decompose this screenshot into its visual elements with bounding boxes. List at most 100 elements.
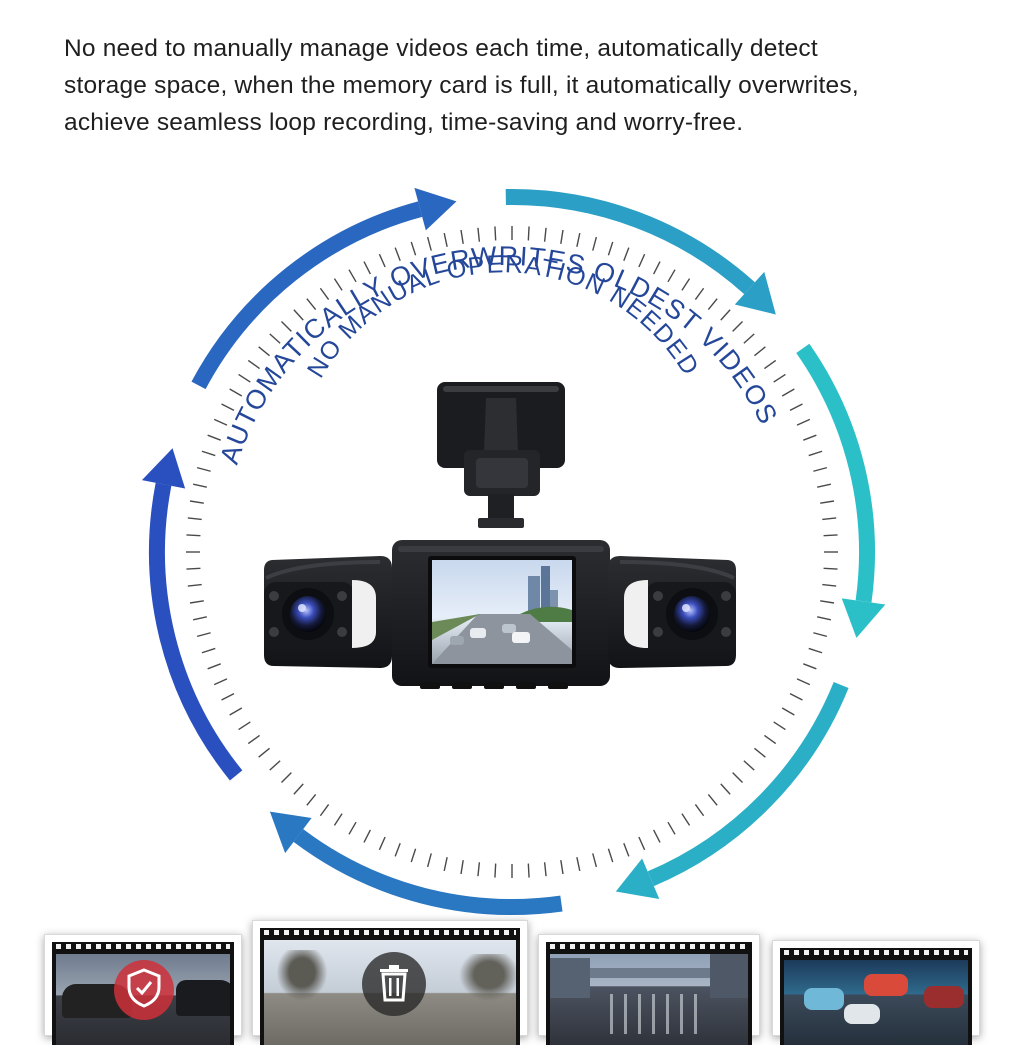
tick-mark (477, 227, 481, 242)
tick-mark (817, 616, 832, 621)
intro-line-1: No need to manually manage videos each t… (64, 35, 818, 62)
tick-mark (187, 583, 202, 587)
tick-mark (363, 829, 371, 843)
tick-mark (306, 794, 317, 806)
tick-mark (207, 434, 221, 441)
tick-mark (638, 253, 646, 268)
tick-mark (333, 278, 343, 291)
tick-mark (592, 236, 598, 251)
tick-mark (363, 261, 371, 275)
tick-mark (378, 836, 386, 851)
tick-mark (460, 229, 464, 244)
tick-mark (823, 534, 838, 537)
tick-mark (808, 450, 823, 457)
tick-mark (269, 760, 281, 771)
tick-mark (667, 269, 676, 283)
tick-mark (258, 747, 270, 758)
tick-mark (789, 403, 803, 411)
tick-ring (186, 226, 838, 878)
tick-mark (754, 346, 766, 357)
tick-mark (293, 309, 304, 321)
tick-mark (560, 860, 564, 875)
tick-mark (348, 269, 357, 283)
tick-mark (189, 600, 204, 604)
video-thumbnail-3 (538, 934, 760, 1045)
tick-mark (796, 678, 811, 686)
arrow-segment (505, 189, 755, 295)
tick-mark (319, 287, 330, 300)
tick-mark (443, 232, 448, 247)
tick-mark (269, 333, 281, 344)
tick-mark (443, 857, 448, 872)
tick-mark (229, 707, 243, 716)
tick-mark (460, 860, 464, 875)
tick-mark (754, 747, 766, 758)
tick-mark (213, 418, 228, 426)
tick-mark (280, 772, 292, 784)
shield-check-icon (127, 968, 161, 1008)
tick-mark (187, 517, 202, 521)
tick-mark (781, 707, 795, 716)
tick-mark (823, 567, 838, 570)
tick-mark (813, 466, 828, 472)
tick-mark (803, 663, 817, 670)
arrow-head (734, 271, 776, 315)
tick-mark (820, 600, 835, 604)
tick-mark (707, 298, 718, 310)
tick-mark (201, 647, 216, 654)
tick-mark (681, 278, 691, 291)
tick-mark (247, 359, 260, 370)
trash-icon (380, 965, 408, 1002)
tick-mark (238, 721, 251, 731)
tick-mark (576, 857, 581, 872)
loop-recording-diagram: AUTOMATICALLY OVERWRITES OLDEST VIDEOS N… (141, 187, 886, 915)
tick-mark (707, 794, 718, 806)
arrow-head (841, 598, 886, 638)
tick-mark (229, 388, 243, 397)
tick-mark (293, 783, 304, 795)
intro-text: No need to manually manage videos each t… (64, 30, 964, 141)
tick-mark (280, 320, 292, 332)
tick-mark (527, 863, 530, 878)
loop-arrows (141, 187, 886, 915)
tick-mark (426, 236, 432, 251)
tick-mark (213, 678, 228, 686)
tick-mark (803, 434, 817, 441)
tick-mark (773, 373, 786, 383)
tick-mark (592, 853, 598, 868)
tick-mark (494, 226, 497, 241)
tick-mark (319, 804, 330, 817)
tick-mark (410, 848, 417, 863)
tick-mark (781, 388, 795, 397)
tick-mark (576, 232, 581, 247)
tick-mark (543, 227, 547, 242)
tick-mark (681, 813, 691, 826)
tick-mark (410, 241, 417, 256)
tick-mark (607, 848, 614, 863)
tick-mark (494, 863, 497, 878)
tick-mark (394, 843, 401, 857)
tick-mark (764, 359, 777, 370)
tick-mark (186, 534, 201, 537)
tick-mark (426, 853, 432, 868)
tick-mark (607, 241, 614, 256)
arrow-segment (191, 201, 423, 390)
tick-mark (378, 253, 386, 268)
tick-mark (238, 373, 251, 383)
tick-mark (667, 821, 676, 835)
arrow-head (414, 187, 457, 231)
tick-mark (813, 632, 828, 638)
tick-mark (543, 862, 547, 877)
video-thumbnail-1 (44, 934, 242, 1045)
tick-mark (623, 843, 630, 857)
tick-mark (653, 829, 661, 843)
tick-mark (189, 500, 204, 504)
tick-mark (694, 804, 705, 817)
tick-mark (477, 862, 481, 877)
tick-mark (820, 500, 835, 504)
tick-mark (527, 226, 530, 241)
tick-mark (822, 517, 837, 521)
tick-mark (258, 346, 270, 357)
video-thumbnail-2 (252, 920, 528, 1045)
tick-mark (720, 783, 731, 795)
